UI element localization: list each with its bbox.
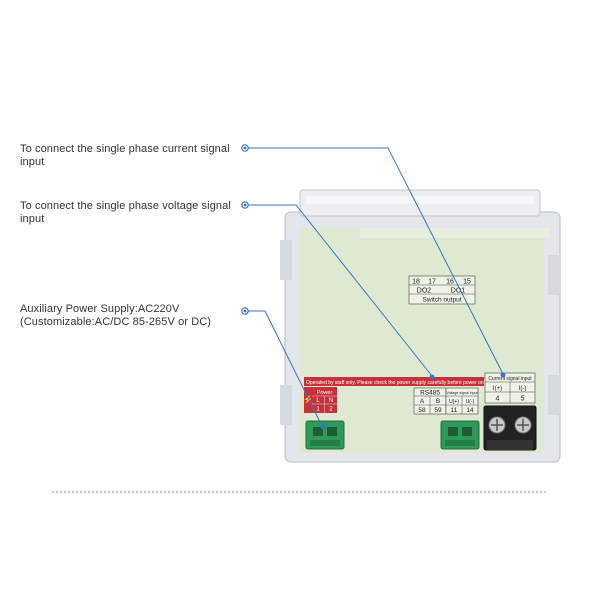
callout-current-text: To connect the single phase current sign… [20,143,230,168]
switch-num-18: 18 [412,279,420,286]
switch-num-16: 16 [446,279,454,286]
voltage-signal-block: Voltage signal input U(+) U(-) 11 14 [445,387,479,415]
leader-aux-power [246,310,323,427]
rs485-block: RS485 A B 58 59 [413,387,447,415]
switch-num-15: 15 [463,279,471,286]
power-title: Power [317,390,333,396]
power-label-n: N [329,398,333,404]
current-terminal-block [483,405,537,451]
voltage-num-11: 11 [451,407,458,414]
rs485-voltage-terminal [440,420,480,450]
leader-dots [241,144,506,430]
callout-aux-power-line1: Auxiliary Power Supply:AC220V [20,303,180,315]
power-terminal [305,420,345,450]
switch-num-17: 17 [428,279,436,286]
voltage-num-14: 14 [466,407,474,414]
lightning-icon: ⚡ [303,394,313,404]
callout-current-signal: To connect the single phase current sign… [20,143,250,169]
power-num-1: 1 [316,407,320,413]
current-signal-block: Current signal input I(+) I(-) 4 5 [484,372,536,404]
leader-current [246,147,504,375]
rear-label-panel [300,228,550,453]
warning-strip: Operated by staff only. Please check the… [304,377,485,386]
callout-voltage-text: To connect the single phase voltage sign… [20,200,231,225]
callout-voltage-signal: To connect the single phase voltage sign… [20,200,250,226]
current-title: Current signal input [488,376,532,382]
power-label: ⚡ Power L N 1 2 [303,387,337,413]
switch-output-block: 18 17 16 15 DO2 DO1 Switch output [408,275,476,305]
current-num-4: 4 [496,396,500,403]
callout-aux-power: Auxiliary Power Supply:AC220V (Customiza… [20,303,260,329]
current-label-minus: I(-) [519,386,527,392]
power-label-l: L [316,398,320,404]
leader-voltage [246,204,433,377]
switch-output-caption: Switch output [422,297,461,304]
power-num-2: 2 [329,407,333,413]
rs485-num-58: 58 [418,407,426,414]
switch-do1: DO1 [451,288,466,295]
voltage-label-plus: U(+) [449,399,459,405]
voltage-label-minus: U(-) [466,399,475,405]
warning-text: Operated by staff only. Please check the… [306,380,485,386]
rs485-num-59: 59 [434,407,442,414]
switch-do2: DO2 [417,288,432,295]
rs485-label-b: B [436,398,440,405]
rs485-label-a: A [420,398,425,405]
current-label-plus: I(+) [493,386,502,392]
callout-aux-power-line2: (Customizable:AC/DC 85-265V or DC) [20,316,212,328]
voltage-title: Voltage signal input [446,391,477,395]
current-num-5: 5 [521,396,525,403]
rs485-title: RS485 [420,390,440,397]
leader-lines [246,147,504,427]
